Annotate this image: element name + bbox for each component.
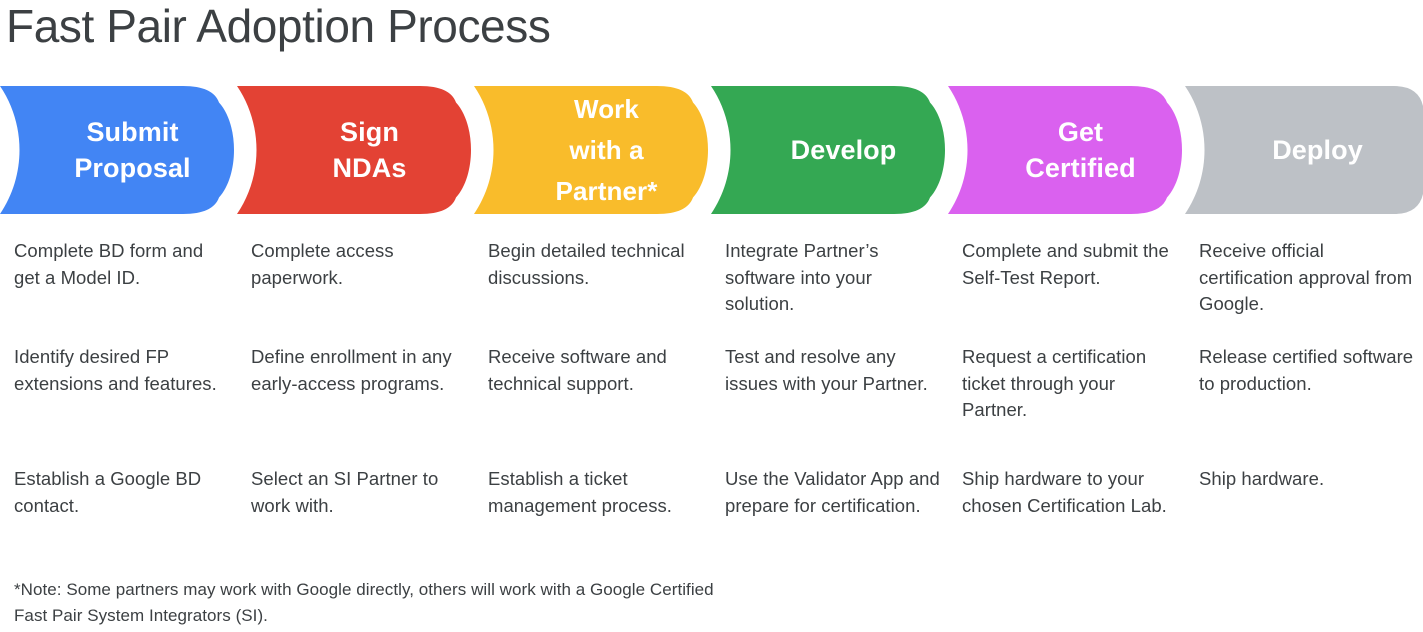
stage-chevron-work-with-a-partner [474, 86, 708, 214]
detail-item: Complete and submit the Self-Test Report… [962, 240, 1169, 288]
detail-item: Identify desired FP extensions and featu… [14, 346, 217, 394]
detail-item: Select an SI Partner to work with. [251, 468, 439, 516]
detail-item: Ship hardware to your chosen Certificati… [962, 468, 1167, 516]
detail-item: Test and resolve any issues with your Pa… [725, 346, 928, 394]
detail-item: Complete access paperwork. [251, 240, 394, 288]
detail-item: Release certified software to production… [1199, 346, 1414, 394]
detail-item: Define enrollment in any early-access pr… [251, 346, 452, 394]
stage-chevron-get-certified [948, 86, 1182, 214]
detail-item: Complete BD form and get a Model ID. [14, 240, 204, 288]
detail-item: Ship hardware. [1199, 468, 1325, 489]
detail-item: Receive official certification approval … [1199, 240, 1413, 314]
detail-item: Receive software and technical support. [488, 346, 667, 394]
detail-item: Request a certification ticket through y… [962, 346, 1147, 420]
stage-process-banner [0, 86, 1423, 214]
stage-chevron-develop [711, 86, 945, 214]
page-title: Fast Pair Adoption Process [6, 0, 551, 52]
detail-item: Begin detailed technical discussions. [488, 240, 685, 288]
detail-item: Use the Validator App and prepare for ce… [725, 468, 940, 516]
stage-chevron-deploy [1185, 86, 1423, 214]
detail-item: Integrate Partner’s software into your s… [725, 240, 879, 314]
detail-item: Establish a ticket management process. [488, 468, 672, 516]
stage-chevron-submit-proposal [0, 86, 234, 214]
stage-chevron-sign-ndas [237, 86, 471, 214]
footnote-text: *Note: Some partners may work with Googl… [14, 580, 714, 625]
detail-item: Establish a Google BD contact. [14, 468, 202, 516]
